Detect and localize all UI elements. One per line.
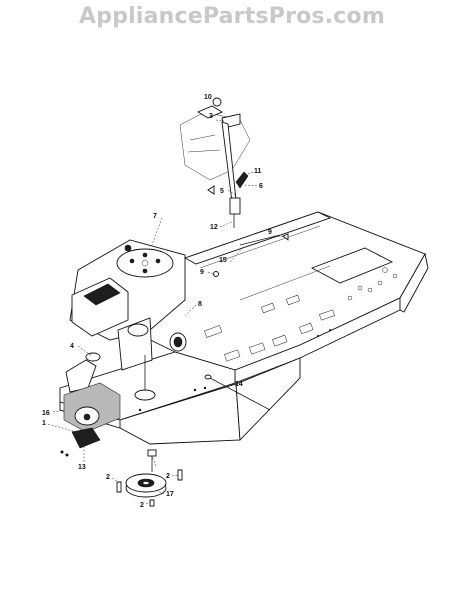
- callout-9b: 9: [200, 269, 204, 276]
- callout-10: 10: [204, 94, 212, 101]
- callout-17: 17: [166, 491, 174, 498]
- pulley: [125, 449, 167, 498]
- frame: [59, 211, 429, 445]
- callout-8: 8: [198, 301, 202, 308]
- callout-11: 11: [254, 168, 262, 175]
- rods-and-fasteners: [116, 185, 289, 507]
- callout-labels: 10 3 11 6 5 12 7 9 15 9 8 4 14 16 1 13 2…: [42, 94, 272, 509]
- callout-2a: 2: [106, 474, 110, 481]
- callout-2c: 2: [166, 473, 170, 480]
- callout-13: 13: [78, 464, 86, 471]
- leader-lines: [47, 97, 285, 505]
- callout-2b: 2: [140, 502, 144, 509]
- callout-6: 6: [259, 183, 263, 190]
- callout-16: 16: [42, 410, 50, 417]
- callout-12: 12: [210, 224, 218, 231]
- watermark-text: AppliancePartsPros.com: [79, 4, 385, 29]
- callout-5: 5: [220, 188, 224, 195]
- engine: [69, 239, 187, 401]
- callout-14: 14: [235, 381, 243, 388]
- callout-15: 15: [219, 257, 227, 264]
- shift-lever-assembly: [179, 97, 251, 228]
- muffler: [60, 352, 121, 457]
- callout-4: 4: [70, 343, 74, 350]
- callout-7: 7: [153, 213, 157, 220]
- callout-1: 1: [42, 420, 46, 427]
- callout-3: 3: [209, 113, 213, 120]
- callout-9a: 9: [268, 229, 272, 236]
